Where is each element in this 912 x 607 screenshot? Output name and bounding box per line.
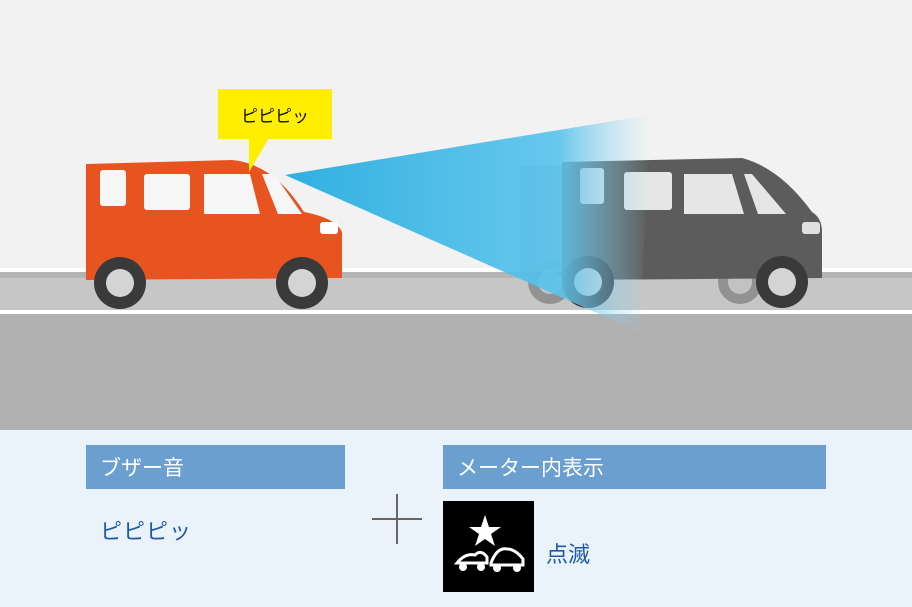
plus-icon	[372, 494, 422, 544]
road-line-top	[0, 268, 912, 272]
speech-bubble-text: ピピピッ	[241, 106, 309, 127]
meter-blink-text: 点滅	[546, 543, 591, 568]
road-line-bottom	[0, 310, 912, 314]
buzzer-label-text: ブザー音	[100, 456, 184, 480]
own-car	[86, 160, 342, 309]
buzzer-label: ブザー音	[86, 445, 345, 489]
speech-bubble: ピピピッ	[218, 89, 332, 139]
forward-collision-warning-icon	[443, 501, 534, 592]
meter-label-text: メーター内表示	[457, 456, 604, 480]
meter-label: メーター内表示	[443, 445, 826, 489]
road-main	[0, 314, 912, 430]
road-scene	[0, 115, 912, 430]
sensor-beam	[285, 115, 650, 332]
buzzer-sound-text: ピピピッ	[100, 520, 193, 545]
